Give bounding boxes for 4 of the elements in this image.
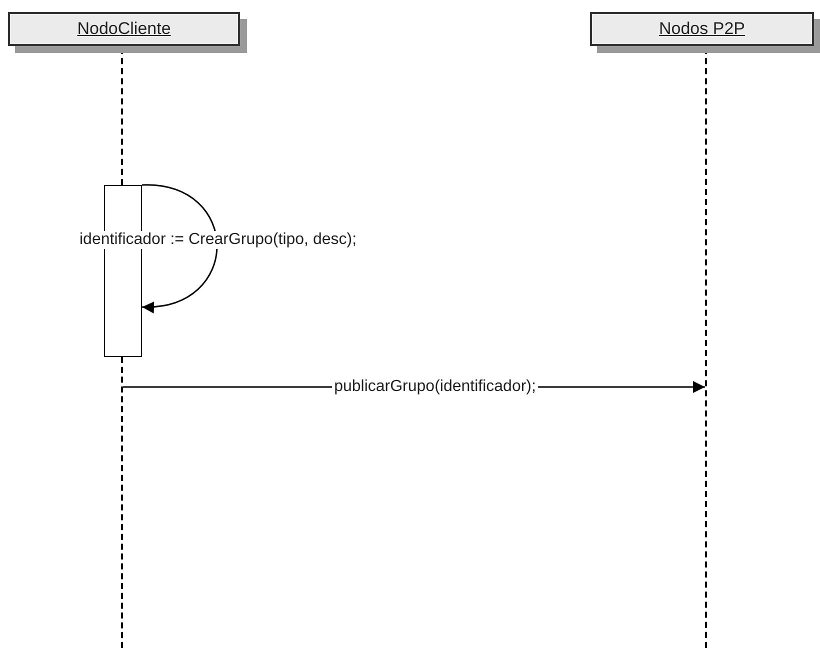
- edge-label: identificador := CrearGrupo(tipo, desc);: [78, 231, 358, 249]
- lifeline: [121, 357, 123, 648]
- self-message-arrow: [142, 184, 218, 312]
- edge-label: publicarGrupo(identificador);: [332, 378, 538, 396]
